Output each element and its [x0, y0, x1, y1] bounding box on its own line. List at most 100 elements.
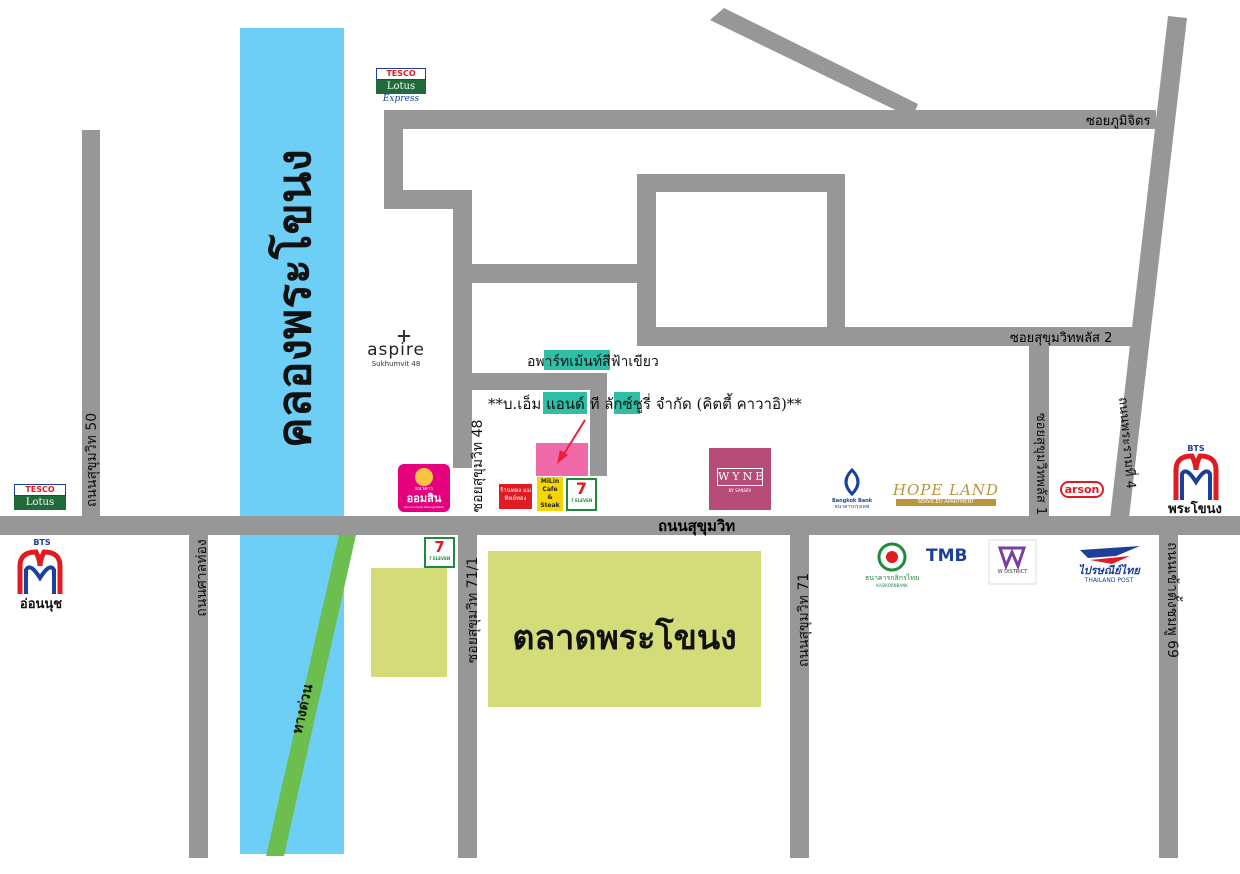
company-highlight-1	[543, 392, 587, 414]
road-soi-69	[1159, 535, 1178, 858]
road-sukhumvit-plus-2	[637, 327, 1137, 346]
road-soi-48	[453, 190, 472, 468]
road-sukhumvit-plus-1	[1029, 346, 1049, 518]
bangkok-bank-label: Bangkok Bank	[831, 498, 873, 504]
road-sanphawut	[189, 535, 208, 858]
road-block-left	[637, 174, 656, 332]
milin-line-1: MiLin	[540, 478, 560, 485]
hope-land-logo: HOPE LAND SERVICED APARTMENT	[892, 481, 1000, 506]
destination-arrowhead	[557, 450, 568, 464]
w-district-label: W DISTRICT	[997, 569, 1028, 575]
road-rama-4	[1110, 16, 1187, 518]
thailand-post-th-label: ไปรษณีย์ไทย	[1078, 564, 1140, 577]
aspire-sub: Sukhumvit 48	[371, 360, 421, 368]
road-soi-71-1	[458, 535, 477, 858]
gsb-bank-logo: ธนาคาร ออมสิน Government Savings Bank	[398, 464, 450, 512]
canal-label: คลองพระโขนง	[267, 149, 321, 448]
expressway	[266, 535, 356, 856]
road-soi-50	[82, 130, 100, 518]
company-label-part-4: ลัก	[604, 395, 623, 413]
company-label-part-1: **บ.เอ็ม	[488, 395, 542, 413]
market-label: ตลาดพระโขนง	[512, 618, 737, 658]
aspire-name: aspire	[367, 340, 425, 360]
wyne-label: WYNE	[717, 468, 763, 486]
gsb-emblem-icon	[415, 468, 433, 486]
seven-eleven-north-logo: 7 7 ELEVEN	[566, 478, 597, 511]
road-middle-connector	[453, 264, 653, 283]
seven-eleven-south-label: 7 ELEVEN	[428, 556, 451, 561]
bangkok-bank-logo: Bangkok Bank ธนาคารกรุงเทพ	[822, 498, 882, 510]
lotus-left-label: Lotus	[14, 496, 66, 510]
company-label-part-2: แอนด์	[546, 395, 585, 413]
market-block	[488, 551, 761, 707]
kbank-en-label: KASIKORNBANK	[876, 583, 908, 588]
aspire-logo: aspire Sukhumvit 48	[356, 340, 436, 368]
wyne-logo: WYNE BY SANSIRI	[709, 448, 771, 510]
road-soi-71-1-label: ซอยสุขุมวิท 71/1	[465, 556, 481, 664]
gold-shop-logo: ร้านทอง แม่ทิพย์ทอง	[499, 484, 532, 509]
road-sukhumvit-plus-1-label: ซอยสุขุมวิทพลัส 1	[1033, 412, 1048, 516]
road-sanphawut-label: ถนนศาลท่อง	[194, 539, 210, 617]
express-label: Express	[382, 94, 420, 104]
road-soi-71-label: ถนนสุขุมวิท 71	[796, 572, 812, 668]
road-sukhumvit	[0, 516, 1240, 535]
thailand-post-en-label: THAILAND POST	[1084, 577, 1134, 584]
tmb-logo: TMB	[926, 546, 968, 566]
seven-eleven-south-logo: 7 7 ELEVEN	[424, 537, 455, 568]
market-annex-block	[371, 568, 447, 677]
gsb-sub-label: Government Savings Bank	[404, 505, 444, 509]
seven-eleven-north-label: 7 ELEVEN	[570, 498, 593, 503]
bts-on-nut-icon	[17, 542, 63, 594]
milin-cafe-logo: MiLin Cafe & Steak	[537, 477, 563, 511]
road-soi-48-label: ซอยสุขุมวิท 48	[470, 419, 486, 513]
kbank-icon-center	[886, 551, 898, 563]
road-soi-71	[790, 535, 809, 858]
bts-phra-khanong-tag: BTS	[1187, 444, 1205, 453]
arson-logo: arson	[1060, 481, 1104, 498]
road-block-top	[637, 174, 845, 192]
milin-line-3: &	[547, 494, 553, 501]
bts-on-nut-tag: BTS	[33, 538, 51, 547]
destination-arrow	[561, 419, 586, 458]
bts-phra-khanong-icon	[1173, 453, 1219, 500]
aspire-icon	[398, 330, 410, 342]
hope-land-label: HOPE LAND	[892, 481, 1000, 499]
gsb-small-label: ธนาคาร	[414, 486, 434, 492]
milin-line-2: Cafe	[542, 486, 558, 493]
arson-label: arson	[1060, 481, 1104, 498]
thailand-post-logo: ไปรษณีย์ไทย THAILAND POST	[1074, 564, 1144, 586]
road-soi-50-label: ถนนสุขุมวิท 50	[84, 412, 100, 508]
tesco-label: TESCO	[376, 68, 426, 80]
thailand-post-icon	[1080, 546, 1140, 564]
road-soi-69-label: ถนนเข้าตั้งชมพู 69	[1164, 542, 1180, 658]
milin-line-4: Steak	[540, 502, 560, 509]
canal-khlong-phra-khanong	[240, 28, 344, 854]
apartment-label: อพาร์ทเม้นท์สีฟ้าเขียว	[527, 354, 659, 370]
bangkok-bank-th-label: ธนาคารกรุงเทพ	[834, 504, 870, 510]
hope-land-sub-label: SERVICED APARTMENT	[896, 499, 996, 506]
seven-eleven-south-mark: 7	[434, 538, 445, 556]
road-phumijit-label: ซอยภูมิจิตร	[1086, 114, 1151, 129]
gsb-label: ออมสิน	[406, 492, 442, 505]
road-sukhumvit-plus-2-label: ซอยสุขุมวิทพลัส 2	[1010, 331, 1113, 346]
kbank-th-label: ธนาคารกสิกรไทย	[864, 574, 920, 582]
company-highlight-2	[614, 392, 640, 414]
company-label-part-5: ซ์ชูรี่ จำกัด (คิตตี้ คาวาอิ)**	[622, 395, 802, 413]
road-phumijit	[384, 110, 1156, 129]
tesco-lotus-logo: TESCO Lotus	[14, 484, 66, 512]
kbank-logo: ธนาคารกสิกรไทย KASIKORNBANK	[860, 574, 924, 590]
road-sukhumvit-label: ถนนสุขุมวิท	[658, 517, 736, 535]
company-label: **บ.เอ็ม แอนด์ ที ลักซ์ชูรี่ จำกัด (คิตต…	[488, 392, 802, 416]
apartment-highlight	[544, 350, 610, 370]
bangkok-bank-icon	[844, 467, 860, 497]
lotus-label: Lotus	[376, 80, 426, 94]
road-apartment-lane-down	[590, 373, 607, 476]
tesco-left-label: TESCO	[14, 484, 66, 496]
gold-shop-label: ร้านทอง แม่ทิพย์ทอง	[500, 487, 531, 502]
wyne-sub-label: BY SANSIRI	[728, 488, 752, 493]
road-upper-left-horizontal	[384, 190, 472, 209]
road-network	[0, 8, 1240, 858]
seven-eleven-north-mark: 7	[575, 479, 588, 498]
road-apartment-lane	[470, 373, 607, 390]
